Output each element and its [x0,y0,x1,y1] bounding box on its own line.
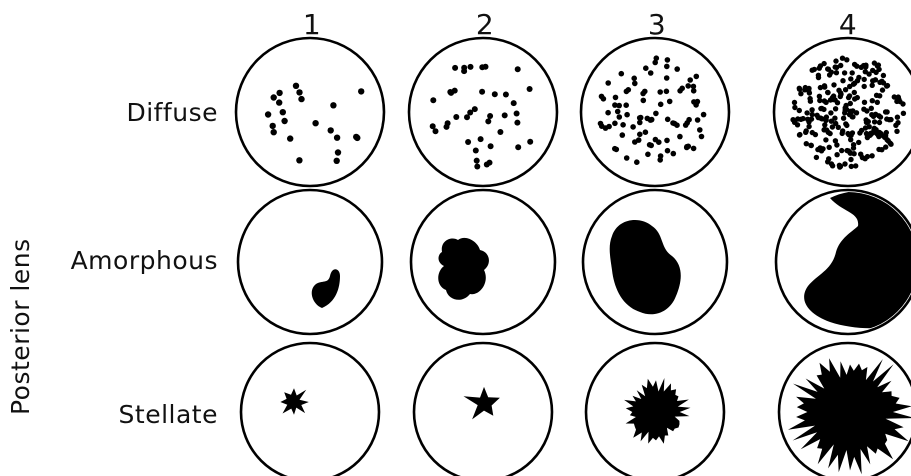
lens-outline [236,38,384,186]
lens-stellate-grade-3 [586,343,724,476]
lens-amorphous-grade-4 [776,190,911,334]
lens-outline [409,38,557,186]
lens-outline [241,343,379,476]
lens-diffuse-grade-3 [581,38,729,186]
lens-diffuse-grade-2 [409,38,557,186]
lens-amorphous-grade-1 [238,190,382,334]
lens-amorphous-grade-2 [411,190,555,334]
lens-stellate-grade-1 [241,343,379,476]
lens-diffuse-grade-1 [236,38,384,186]
lens-stellate-grade-4 [779,343,911,476]
lens-amorphous-grade-3 [583,190,727,334]
lens-diffuse-grade-4 [774,38,911,186]
lens-stellate-grade-2 [414,343,552,476]
lens-outline [238,190,382,334]
